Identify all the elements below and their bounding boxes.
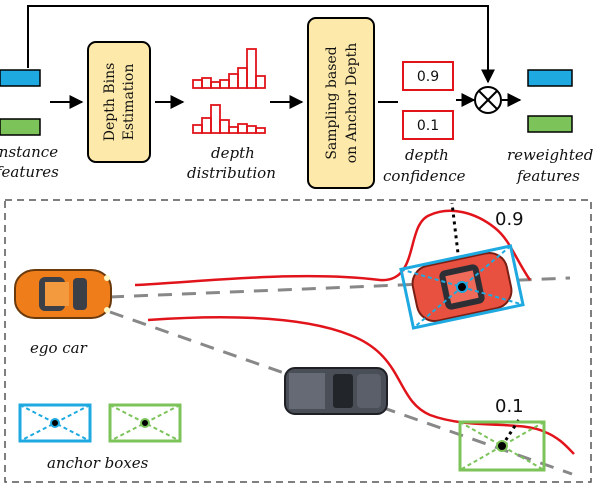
- depth-bins-estimation-box: [87, 41, 151, 163]
- score-line-low: [500, 417, 522, 447]
- confidence-value-high: 0.9: [417, 69, 439, 85]
- sampling-label-line1: Sampling based: [324, 46, 340, 159]
- skip-connection-line: [27, 5, 495, 84]
- reweighted-feature-green: [527, 115, 573, 133]
- depth-distribution-histogram-lower: [192, 104, 266, 134]
- anchor-box-blue: [399, 244, 525, 330]
- depth-bins-label-line1: Depth Bins: [102, 63, 118, 142]
- anchor-boxes-label: anchor boxes: [47, 454, 149, 472]
- legend-anchor-box-blue: [18, 403, 92, 443]
- ray-upper: [109, 276, 571, 299]
- legend-anchor-box-green: [108, 403, 182, 443]
- pickup-truck-icon: [284, 367, 388, 415]
- ego-car-label: ego car: [30, 339, 88, 357]
- score-high-text: 0.9: [495, 209, 524, 230]
- score-low-text: 0.1: [495, 396, 524, 417]
- reweighted-feature-blue: [527, 69, 573, 87]
- reweighted-features-label-line1: reweighted: [507, 146, 593, 164]
- depth-confidence-label-line2: confidence: [383, 167, 466, 185]
- sampling-anchor-depth-box: [307, 17, 375, 189]
- anchor-box-green-scene: [458, 420, 546, 472]
- ego-car-icon: [14, 269, 112, 319]
- confidence-box-high: [402, 61, 454, 91]
- depth-curve-upper: [134, 209, 532, 287]
- multiply-icon: [474, 86, 502, 114]
- confidence-value-low: 0.1: [417, 118, 439, 134]
- depth-distribution-label-line1: depth: [211, 144, 255, 162]
- reweighted-features-label-line2: features: [516, 167, 580, 185]
- confidence-box-low: [402, 110, 454, 140]
- sampling-label-line2: on Anchor Depth: [344, 43, 360, 164]
- depth-distribution-histogram-upper: [192, 48, 266, 89]
- depth-distribution-label-line2: distribution: [187, 164, 276, 182]
- depth-confidence-label-line1: depth: [405, 146, 449, 164]
- instance-features-label-line1: instance: [0, 143, 58, 161]
- instance-feature-blue: [0, 69, 41, 87]
- instance-features-label-line2: features: [0, 163, 59, 181]
- scene-panel: [4, 199, 592, 483]
- depth-bins-label-line2: Estimation: [121, 64, 137, 141]
- instance-feature-green: [0, 118, 41, 136]
